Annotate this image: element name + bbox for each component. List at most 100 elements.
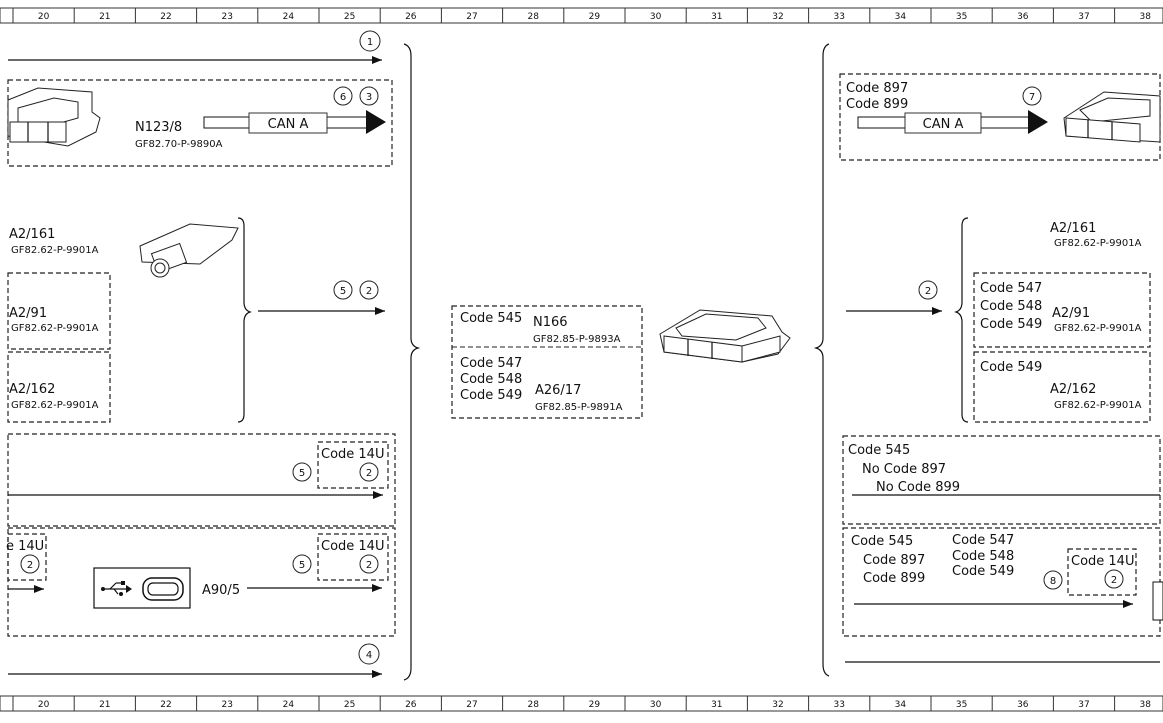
ruler-column-label: 30	[650, 12, 662, 22]
center-device-box	[451, 305, 643, 419]
ruler-column-label: 23	[221, 700, 232, 710]
ruler-column-label: 24	[283, 700, 295, 710]
marker-5a-label: 5	[340, 286, 346, 297]
ruler-column-label: 26	[405, 12, 417, 22]
a2-162-ref: GF82.62-P-9901A	[11, 400, 99, 411]
ruler-column-label: 35	[956, 12, 967, 22]
marker-6	[333, 86, 353, 106]
marker-2d	[359, 554, 379, 574]
ruler-column-label: 35	[956, 700, 967, 710]
right-a2-162-label: A2/162	[1050, 382, 1096, 397]
right-marker-2b-label: 2	[1111, 575, 1117, 586]
right-marker-2a-label: 2	[925, 286, 931, 297]
ruler-column-label: 21	[99, 12, 110, 22]
ruler-column-label: 38	[1139, 12, 1151, 22]
ruler-column-label: 30	[650, 700, 662, 710]
can-a-bus-arrow	[203, 110, 386, 134]
a26-17-label: A26/17	[535, 383, 581, 398]
ruler-column-label: 26	[405, 700, 417, 710]
ruler-column-label: 38	[1139, 700, 1151, 710]
marker-4-label: 4	[366, 650, 372, 661]
right-cond2-code-545: Code 545	[851, 534, 913, 549]
marker-5c	[292, 554, 312, 574]
ruler-column-label: 36	[1017, 12, 1029, 22]
ruler-column-label: 31	[711, 12, 722, 22]
right-edge-device	[1152, 581, 1163, 621]
a2-161-label: A2/161	[9, 227, 55, 242]
right-a2-161-label: A2/161	[1050, 221, 1096, 236]
right-code-547: Code 547	[980, 281, 1042, 296]
right-code-14u-box	[1067, 548, 1137, 596]
ruler-column-label: 25	[344, 12, 355, 22]
right-code-548: Code 548	[980, 299, 1042, 314]
ruler-column-label: 33	[833, 12, 844, 22]
marker-2a	[359, 280, 379, 300]
a2-161-ref: GF82.62-P-9901A	[11, 245, 99, 256]
marker-2c-label: 2	[27, 560, 33, 571]
marker-5c-label: 5	[299, 560, 305, 571]
code-14u-label-2: Code 14U	[321, 539, 384, 554]
main-brace-left	[403, 43, 421, 681]
central-control-unit-icon	[659, 309, 791, 363]
marker-5b	[292, 462, 312, 482]
a2-162-label: A2/162	[9, 382, 55, 397]
a26-17-ref: GF82.85-P-9891A	[535, 402, 623, 413]
n166-ref: GF82.85-P-9893A	[533, 334, 621, 345]
group-brace-right	[954, 217, 969, 423]
code-14u-box-2	[317, 533, 389, 581]
center-code-549: Code 549	[460, 388, 522, 403]
code-14u-box-partial	[7, 533, 47, 581]
can-a-label: CAN A	[268, 117, 309, 132]
marker-3-label: 3	[366, 92, 372, 103]
n123-label: N123/8	[135, 120, 182, 135]
right-marker-2b	[1104, 569, 1124, 589]
ruler-column-label: 25	[344, 700, 355, 710]
antenna-module-icon	[139, 223, 239, 278]
ruler-column-label: 29	[589, 12, 601, 22]
group-brace-left	[237, 217, 252, 423]
a2-91-label: A2/91	[9, 306, 47, 321]
code-14u-box-1	[317, 441, 389, 489]
code-14u-group-2	[7, 527, 396, 637]
right-a2-91-box	[973, 272, 1151, 348]
right-code-14u-label: Code 14U	[1071, 554, 1134, 569]
right-a2-162-box	[973, 351, 1151, 423]
marker-5a	[333, 280, 353, 300]
ruler-column-label: 27	[466, 700, 477, 710]
right-code-549: Code 549	[980, 317, 1042, 332]
code-14u-label-1: Code 14U	[321, 447, 384, 462]
ruler-column-label: 37	[1078, 12, 1089, 22]
right-cond2-code-547: Code 547	[952, 533, 1014, 548]
a90-5-label: A90/5	[202, 583, 240, 598]
right-cond2-code-899: Code 899	[863, 571, 925, 586]
right-condition-box-1	[842, 435, 1161, 525]
ruler-column-label: 33	[833, 700, 844, 710]
right-code-549-b: Code 549	[980, 360, 1042, 375]
n123-ref: GF82.70-P-9890A	[135, 139, 223, 150]
center-code-547: Code 547	[460, 356, 522, 371]
code-14u-group-1	[7, 433, 396, 527]
ruler-column-label: 36	[1017, 700, 1029, 710]
ruler-column-label: 28	[527, 12, 539, 22]
ruler-column-label: 23	[221, 12, 232, 22]
center-code-545: Code 545	[460, 311, 522, 326]
a2-162-box	[7, 351, 111, 423]
marker-2d-label: 2	[366, 560, 372, 571]
a2-91-ref: GF82.62-P-9901A	[11, 323, 99, 334]
ruler-column-label: 27	[466, 12, 477, 22]
marker-2c	[20, 554, 40, 574]
center-code-548: Code 548	[460, 372, 522, 387]
marker-6-label: 6	[340, 92, 346, 103]
marker-4	[358, 643, 380, 665]
marker-2a-label: 2	[366, 286, 372, 297]
control-unit-icon	[7, 87, 101, 147]
right-cond1-code-545: Code 545	[848, 443, 910, 458]
ruler-column-label: 28	[527, 700, 539, 710]
marker-7-label: 7	[1029, 92, 1035, 103]
ruler-column-label: 37	[1078, 700, 1089, 710]
ruler-column-label: 32	[772, 12, 783, 22]
right-cond2-code-548: Code 548	[952, 549, 1014, 564]
marker-1	[359, 30, 381, 52]
